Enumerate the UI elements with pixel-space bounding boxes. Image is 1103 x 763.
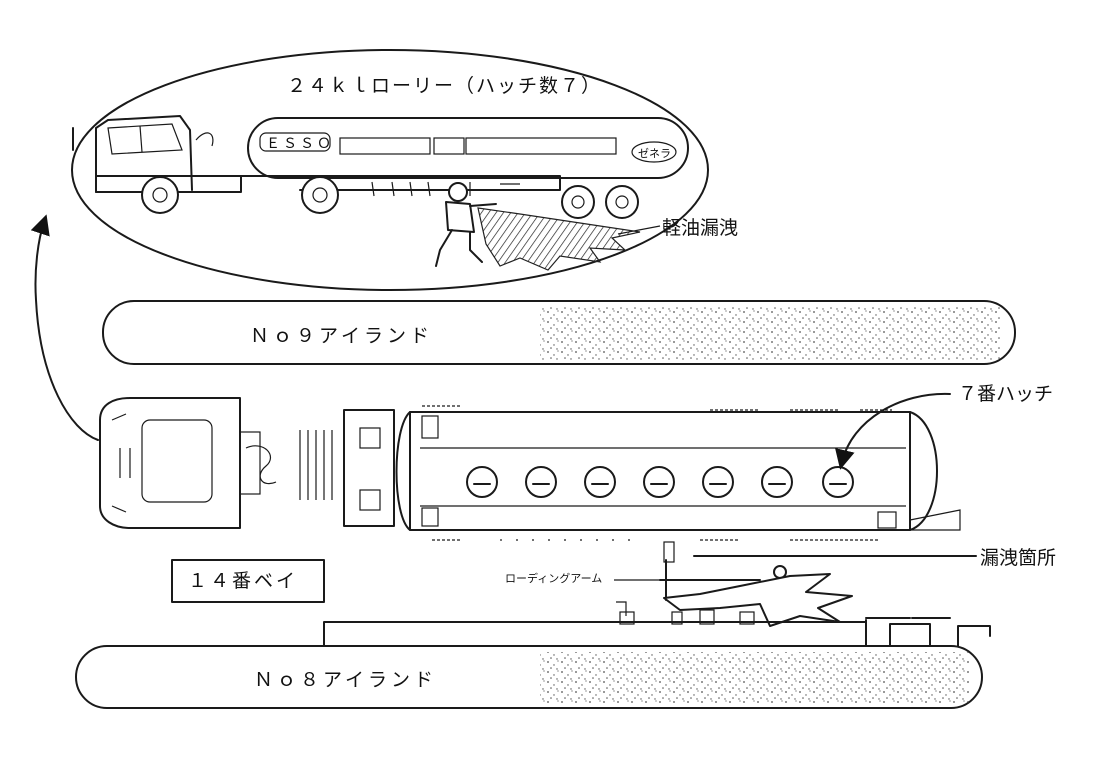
brand-logo: ＥＳＳＯ (266, 136, 334, 152)
pump-equipment (616, 601, 755, 625)
person-figure (435, 182, 497, 267)
hatch-7 (822, 466, 854, 498)
truck-wheels (141, 176, 639, 219)
island-no8-label: Ｎｏ８アイランド (254, 669, 437, 691)
bay-14-label: １４番ベイ (188, 570, 298, 592)
leak-spray-side (477, 207, 641, 271)
hatch-2 (525, 466, 557, 498)
loading-arm-label: ローディングアーム (505, 571, 602, 585)
hatch-row (466, 466, 854, 498)
hatch7-arrow (835, 392, 951, 470)
hatch-4 (643, 466, 675, 498)
connector-arrow (30, 214, 99, 441)
loading-arm: ローディングアーム (505, 559, 787, 621)
hatch-5 (702, 466, 734, 498)
island-no9: Ｎｏ９アイランド (102, 300, 1016, 365)
tank-side: ＥＳＳＯ ゼネラ (239, 117, 689, 197)
curb-rail (323, 617, 991, 649)
hatch7-label: ７番ハッチ (958, 383, 1053, 405)
leak-label-inset: 軽油漏洩 (662, 217, 738, 239)
leak-point-label: 漏洩箇所 (980, 547, 1056, 569)
inset-title: ２４ｋｌローリー（ハッチ数７） (287, 75, 602, 97)
leak-spray-plan (663, 573, 853, 627)
inset-ellipse (71, 49, 709, 291)
hatch-6 (761, 466, 793, 498)
hatch-3 (584, 466, 616, 498)
bay-14-box: １４番ベイ (171, 559, 325, 603)
truck-plan-view (99, 397, 961, 541)
tank-mark: ゼネラ (638, 147, 671, 160)
hatch-1 (466, 466, 498, 498)
island-no8: Ｎｏ８アイランド (75, 645, 983, 709)
truck-side-view-inset: ２４ｋｌローリー（ハッチ数７） ＥＳＳＯ ゼネラ (71, 49, 738, 291)
island-no9-label: Ｎｏ９アイランド (250, 325, 433, 347)
